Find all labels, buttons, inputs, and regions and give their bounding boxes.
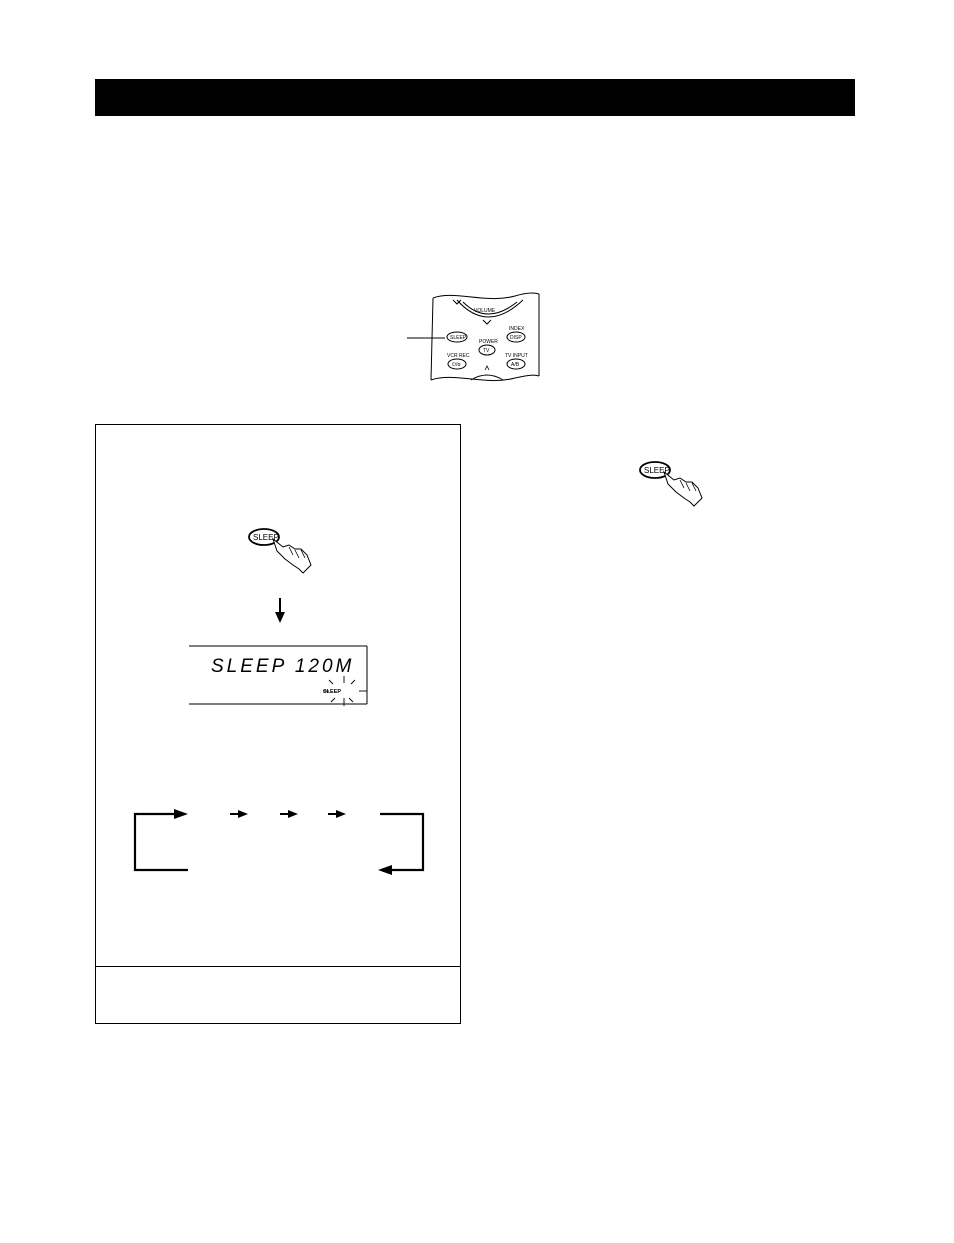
blink-rays-icon [323,676,367,706]
remote-ab-button[interactable]: A/B [506,358,526,370]
remote-tv-input-label: TV INPUT [505,353,528,359]
remote-power-label: POWER [479,339,498,345]
remote-vcr-rec-button[interactable] [447,358,467,370]
sleep-button-label: SLEEP [644,466,670,475]
sleep-button-graphic[interactable]: SLEEP [639,461,671,479]
remote-index-label: INDEX [509,326,525,332]
panel-divider [96,966,461,967]
remote-ab-label: A/B [511,362,520,368]
sleep-time-cycle-diagram [133,809,425,875]
section-title-bar [95,79,855,116]
arrow-left-icon [378,865,392,875]
arrow-right-icon [174,809,188,819]
arrow-right-icon [328,810,346,818]
remote-disp-label: DISP [510,335,522,341]
cycle-bracket-right [380,812,425,872]
hand-pointer-icon [662,470,703,507]
remote-up-arrow-icon [484,365,490,371]
arrow-right-icon [230,810,248,818]
arrow-right-icon [280,810,298,818]
remote-vcr-rec-icon: ⏻/⊗ [452,362,461,368]
front-panel-display: SLEEP 120M SLEEP [189,645,368,706]
press-sleep-illustration: SLEEP [639,461,703,507]
remote-tv-label: TV [483,348,490,354]
sleep-button-graphic-left[interactable]: SLEEP [248,528,280,546]
remote-sleep-label: SLEEP [450,335,467,341]
remote-control-illustration: VOLUME SLEEP INDEX DISP POWER TV VCR REC… [407,292,540,382]
sleep-timer-panel [95,424,461,1024]
remote-vcr-rec-label: VCR REC [447,353,470,359]
remote-tv-button[interactable]: TV [478,344,496,356]
display-sleep-indicator: SLEEP [323,689,341,695]
press-sleep-illustration-left: SLEEP [248,528,312,574]
remote-volume-label: VOLUME [474,308,496,314]
remote-disp-button[interactable]: DISP [506,331,526,343]
display-text: SLEEP 120M [211,656,354,677]
hand-pointer-icon-left [271,537,312,574]
remote-sleep-button[interactable]: SLEEP [446,331,468,343]
arrow-down-icon [275,598,285,623]
cycle-bracket-left [133,812,188,872]
sleep-button-label-left: SLEEP [253,533,279,542]
